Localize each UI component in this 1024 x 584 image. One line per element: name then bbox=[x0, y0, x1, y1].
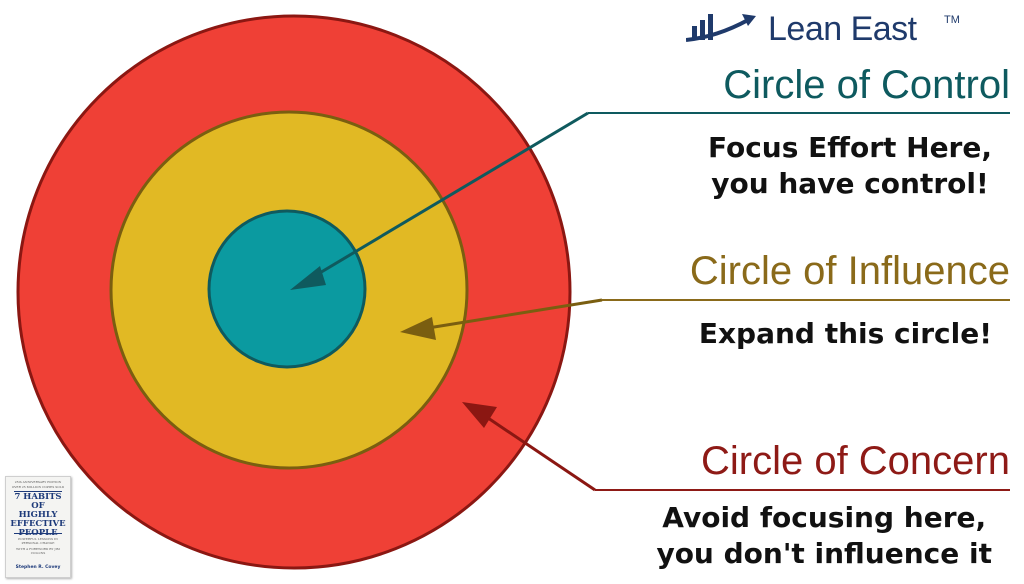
book-divider bbox=[14, 491, 62, 492]
book-title-line: EFFECTIVE bbox=[10, 519, 66, 529]
trademark-mark: TM bbox=[944, 14, 960, 26]
book-author: Stephen R. Covey bbox=[15, 565, 61, 570]
book-subtitle: POWERFUL LESSONS IN PERSONAL CHANGE bbox=[18, 537, 58, 545]
control-arrow bbox=[290, 111, 589, 290]
logo-text: Lean East bbox=[768, 10, 917, 48]
book-title-line: HIGHLY bbox=[18, 510, 58, 520]
book-sales-line: OVER 25 MILLION COPIES SOLD bbox=[11, 485, 65, 489]
description-line: you have control! bbox=[711, 167, 989, 200]
description-line: Expand this circle! bbox=[698, 317, 992, 350]
book-title-line: 7 HABITS OF bbox=[14, 492, 62, 511]
description-line: you don't influence it bbox=[656, 537, 992, 570]
circle-of-control-core bbox=[207, 209, 367, 369]
circle-of-control-description: Focus Effort Here, you have control! bbox=[708, 130, 992, 202]
book-divider bbox=[14, 533, 62, 534]
circle-of-control-title: Circle of Control bbox=[723, 63, 1010, 107]
book-title: 7 HABITS OF HIGHLY EFFECTIVE PEOPLE bbox=[8, 493, 68, 538]
circle-of-influence-description: Expand this circle! bbox=[699, 316, 992, 352]
influence-arrow bbox=[400, 298, 603, 340]
chart-arrow-icon bbox=[686, 14, 756, 42]
circle-of-influence-title: Circle of Influence bbox=[689, 249, 1010, 293]
circle-of-concern-description: Avoid focusing here, you don't influence… bbox=[656, 500, 992, 572]
book-foreword: WITH A FOREWORD BY JIM COLLINS bbox=[16, 547, 60, 555]
seven-habits-book-cover: 25th ANNIVERSARY EDITION OVER 25 MILLION… bbox=[5, 476, 71, 578]
circle-of-concern-title: Circle of Concern bbox=[700, 439, 1010, 483]
description-line: Avoid focusing here, bbox=[662, 501, 987, 534]
description-line: Focus Effort Here, bbox=[707, 131, 992, 164]
book-edition-line: 25th ANNIVERSARY EDITION bbox=[14, 480, 62, 484]
concern-arrow bbox=[462, 402, 596, 492]
lean-east-logo: Lean East TM bbox=[686, 8, 976, 48]
